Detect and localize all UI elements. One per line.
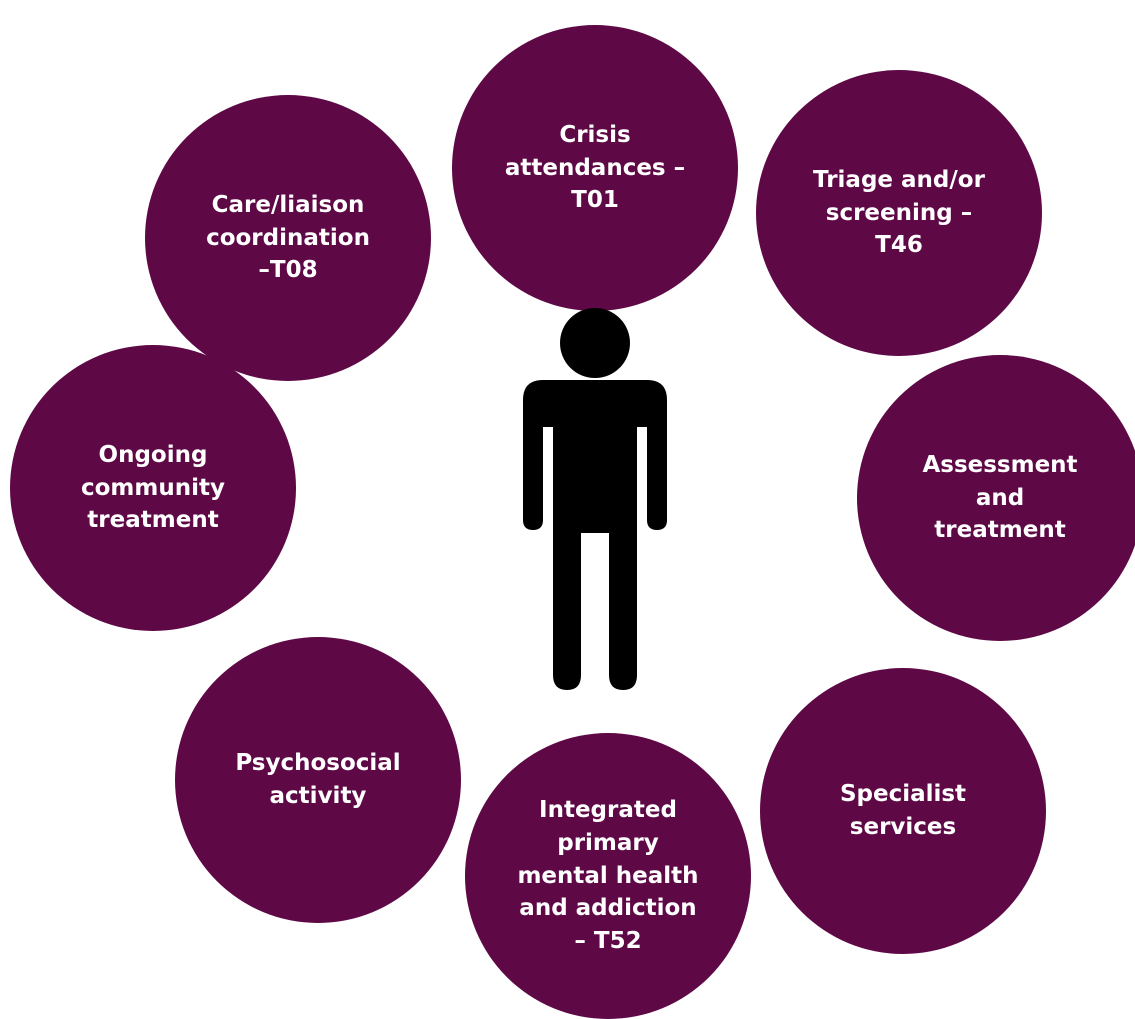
node-label: Integrated primary mental health and add… xyxy=(517,797,699,954)
node-assessment-treatment: Assessment and treatment xyxy=(857,355,1135,641)
node-specialist-services: Specialist services xyxy=(760,668,1046,954)
node-ongoing-community-treatment: Ongoing community treatment xyxy=(10,345,296,631)
node-label: Crisis attendances – T01 xyxy=(504,122,686,214)
node-label: Ongoing community treatment xyxy=(81,442,225,534)
node-label: Specialist services xyxy=(839,781,967,840)
node-crisis-attendances: Crisis attendances – T01 xyxy=(452,25,738,311)
node-triage-screening: Triage and/or screening – T46 xyxy=(756,70,1042,356)
node-label: Psychosocial activity xyxy=(235,750,401,809)
node-integrated-primary: Integrated primary mental health and add… xyxy=(465,733,751,1019)
node-care-liaison-coordination: Care/liaison coordination –T08 xyxy=(145,95,431,381)
node-psychosocial-activity: Psychosocial activity xyxy=(175,637,461,923)
node-label: Care/liaison coordination –T08 xyxy=(206,192,370,284)
node-label: Assessment and treatment xyxy=(922,452,1078,544)
node-label: Triage and/or screening – T46 xyxy=(813,167,985,259)
person-icon xyxy=(523,308,667,690)
